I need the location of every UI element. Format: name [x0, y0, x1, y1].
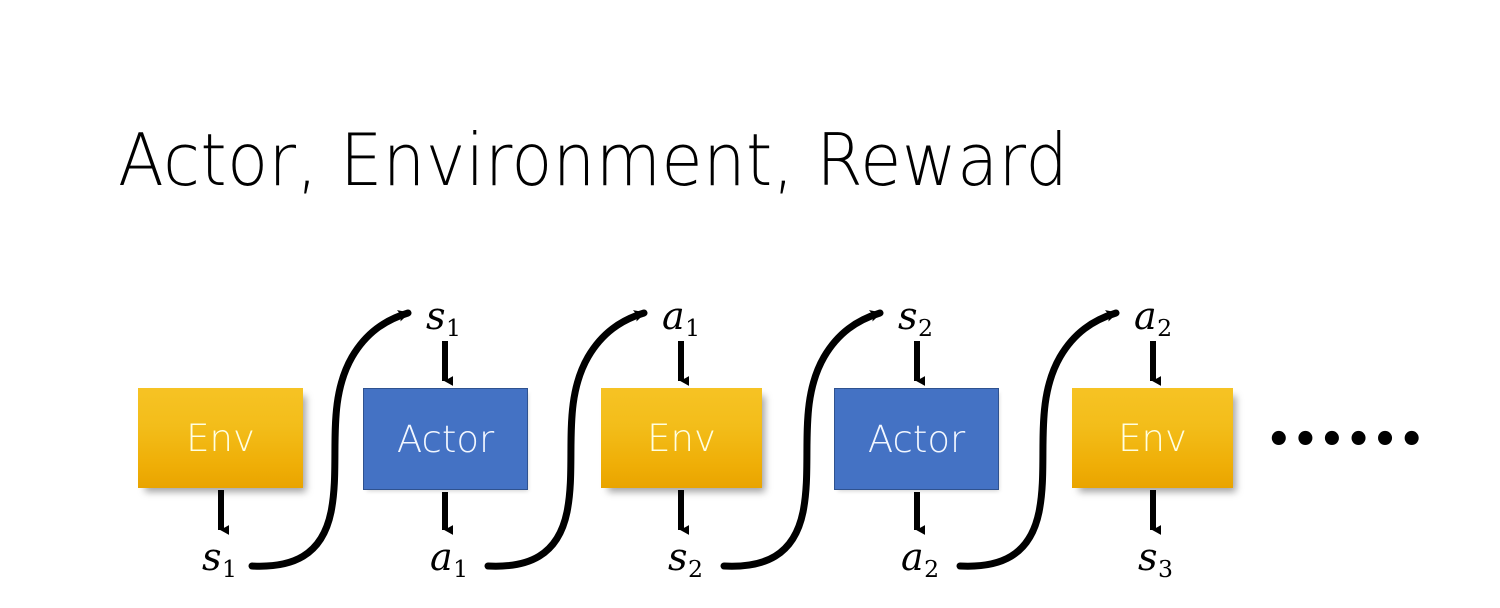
node-env-2[interactable]: Env	[601, 388, 762, 488]
subscript: 2	[1157, 313, 1173, 342]
label-top-s1: s1	[426, 297, 461, 340]
label-bottom-a2: a2	[901, 538, 939, 581]
subscript: 2	[924, 554, 940, 583]
label-top-s2: s2	[898, 297, 933, 340]
symbol: s	[668, 535, 688, 579]
symbol: a	[1134, 294, 1157, 338]
subscript: 3	[1158, 554, 1173, 583]
node-actor-2[interactable]: Actor	[834, 388, 999, 490]
subscript: 2	[918, 313, 933, 342]
symbol: s	[1138, 535, 1158, 579]
label-top-a2: a2	[1134, 297, 1172, 340]
node-actor-1[interactable]: Actor	[363, 388, 528, 490]
subscript: 1	[222, 554, 237, 583]
label-bottom-s2: s2	[668, 538, 703, 581]
node-env-3[interactable]: Env	[1072, 388, 1233, 488]
label-bottom-s3: s3	[1138, 538, 1173, 581]
down-arrows-out-of-boxes	[218, 490, 1161, 535]
node-label: Env	[1118, 416, 1187, 460]
ellipsis-dots: ••••••	[1266, 417, 1426, 463]
symbol: s	[202, 535, 222, 579]
symbol: s	[426, 294, 446, 338]
symbol: a	[662, 294, 685, 338]
symbol: a	[901, 535, 924, 579]
label-bottom-s1: s1	[202, 538, 237, 581]
label-top-a1: a1	[662, 297, 700, 340]
subscript: 1	[685, 313, 701, 342]
node-label: Actor	[396, 417, 495, 461]
page-title: Actor, Environment, Reward	[118, 118, 1069, 202]
symbol: a	[430, 535, 453, 579]
node-label: Actor	[867, 417, 966, 461]
node-label: Env	[186, 416, 255, 460]
node-env-1[interactable]: Env	[138, 388, 303, 488]
subscript: 1	[446, 313, 461, 342]
subscript: 1	[453, 554, 469, 583]
label-bottom-a1: a1	[430, 538, 468, 581]
subscript: 2	[688, 554, 703, 583]
symbol: s	[898, 294, 918, 338]
down-arrows-into-boxes	[442, 341, 1161, 386]
node-label: Env	[647, 416, 716, 460]
